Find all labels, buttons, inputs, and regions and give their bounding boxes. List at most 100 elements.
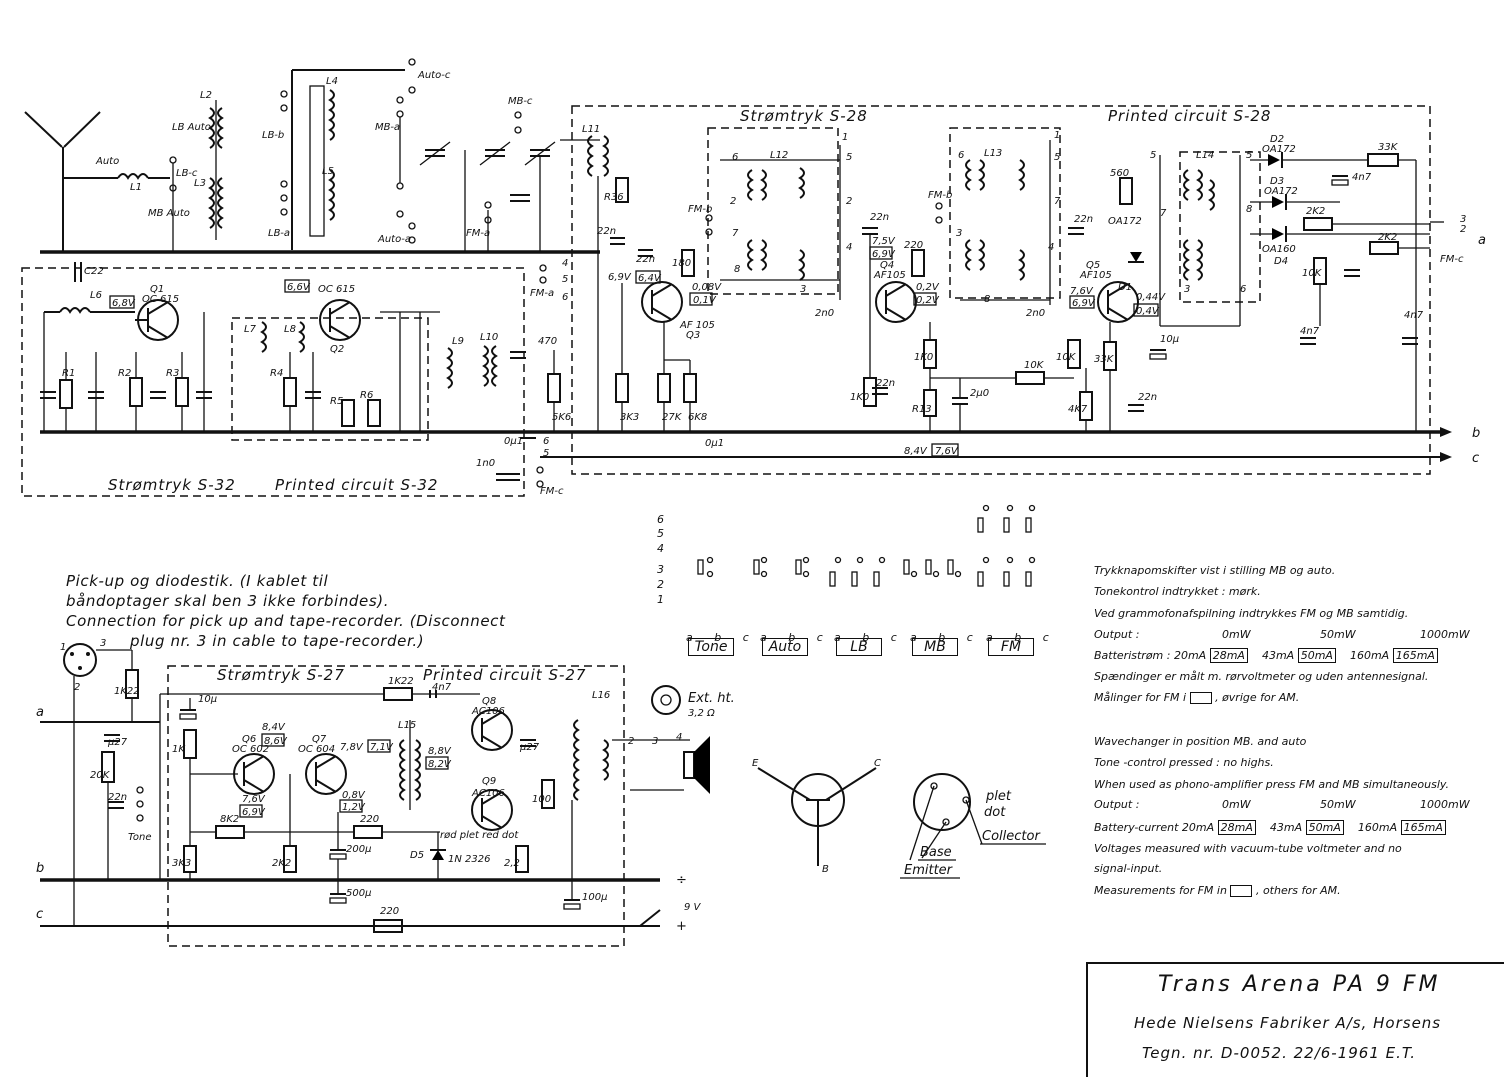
voltage-q6-emitter: 7,6V — [242, 794, 266, 805]
svg-text:FM-a: FM-a — [530, 288, 554, 299]
note-en-4: Voltages measured with vacuum-tube voltm… — [1094, 842, 1402, 855]
rail-label-c-lower: c — [36, 907, 43, 922]
svg-text:R2: R2 — [118, 368, 131, 379]
note-da-battery: Batteristrøm : 20mA 28mA 43mA 50mA 160mA… — [1094, 648, 1438, 663]
note-en-b1: 28mA — [1217, 820, 1256, 835]
svg-text:OC 604: OC 604 — [298, 744, 335, 755]
capacitor-c39: 2µ0 — [952, 378, 989, 432]
svg-text:27K: 27K — [662, 412, 683, 423]
voltage-q3-emitter: 6,9V — [608, 272, 632, 283]
capacitors-detector: 4n7 4n7 4n7 — [1300, 172, 1424, 345]
svg-text:R3: R3 — [166, 368, 179, 379]
svg-text:Base: Base — [920, 845, 952, 860]
svg-text:AF105: AF105 — [1079, 270, 1112, 281]
svg-text:L3: L3 — [194, 178, 206, 189]
antenna — [24, 111, 101, 252]
svg-text:6K8: 6K8 — [688, 412, 707, 423]
svg-text:Q1: Q1 — [150, 284, 164, 295]
svg-text:Q2: Q2 — [330, 344, 344, 355]
note-en-b4: 160mA — [1357, 821, 1398, 834]
fm-measurement-box-en — [1230, 885, 1253, 897]
title-drawing-number: Tegn. nr. D-0052. 22/6-1961 E.T. — [1142, 1044, 1417, 1062]
svg-text:4K7: 4K7 — [1068, 404, 1088, 415]
voltage-q5-base-fm: 0,4V — [1136, 306, 1160, 317]
svg-text:plet: plet — [985, 789, 1012, 804]
svg-text:Q5: Q5 — [1086, 260, 1100, 271]
svg-text:500µ: 500µ — [346, 888, 371, 899]
coils-l7-l8-l9-l10: L7 L8 L9 L10 — [244, 311, 498, 432]
note-en-6b: , others for AM. — [1255, 884, 1341, 897]
voltage-q7-collector-fm: 7,1V — [370, 742, 394, 753]
transistor-base-view: plet dot Collector Base Emitter — [900, 773, 1046, 879]
rail-label-b: b — [1472, 426, 1480, 441]
note-da-6b: , øvrige for AM. — [1215, 691, 1300, 704]
pickup-note-line-3: Connection for pick up and tape-recorder… — [66, 612, 506, 630]
voltage-q5-emitter: 7,6V — [1070, 286, 1094, 297]
svg-text:FM-b: FM-b — [688, 204, 712, 215]
svg-text:5: 5 — [1054, 152, 1060, 163]
svg-text:2: 2 — [846, 196, 852, 207]
button-tone: Tone — [688, 638, 734, 656]
svg-text:2: 2 — [628, 736, 634, 747]
coil-l6: L6 — [44, 290, 135, 314]
voltage-q3-fm: 6,4V — [638, 273, 662, 284]
svg-text:5: 5 — [562, 274, 568, 285]
svg-text:1K22: 1K22 — [114, 686, 140, 697]
svg-text:AF105: AF105 — [873, 270, 906, 281]
svg-text:1K0: 1K0 — [914, 352, 933, 363]
voltage-q1-emitter: 6,8V — [112, 298, 136, 309]
svg-text:MB Auto: MB Auto — [148, 208, 190, 219]
resistor-r7 — [547, 373, 561, 403]
svg-text:3,2 Ω: 3,2 Ω — [688, 708, 715, 719]
svg-text:22n: 22n — [1138, 392, 1157, 403]
label-s27-da: Strømtryk S-27 — [217, 666, 345, 684]
svg-text:D5: D5 — [410, 850, 424, 861]
svg-text:6: 6 — [1240, 284, 1246, 295]
note-da-b4: 160mA — [1349, 649, 1390, 662]
label-r36: R36 — [604, 192, 624, 203]
svg-text:L4: L4 — [326, 76, 338, 87]
svg-text:1N 2326: 1N 2326 — [448, 854, 490, 865]
svg-text:220: 220 — [380, 906, 399, 917]
svg-text:L10: L10 — [480, 332, 498, 343]
rail-label-a-lower: a — [36, 705, 44, 720]
capacitor-c40: 22n — [1128, 392, 1157, 412]
voltage-q4-base-fm: 0,2V — [916, 295, 940, 306]
svg-text:R4: R4 — [270, 368, 283, 379]
coil-l4-l5: L4 L5 — [291, 69, 405, 250]
voltage-q5-base: 0,44V — [1136, 292, 1166, 303]
rail-label-c: c — [1472, 451, 1479, 466]
svg-text:2: 2 — [730, 196, 736, 207]
label-c31: 0µ1 — [705, 438, 724, 449]
svg-text:LB-c: LB-c — [176, 168, 198, 179]
svg-text:7: 7 — [1054, 196, 1061, 207]
svg-text:6: 6 — [958, 150, 964, 161]
diode-d5: D5 1N 2326 rød plet red dot — [410, 830, 519, 880]
svg-text:33K: 33K — [1378, 142, 1399, 153]
label-c37: 2n0 — [1026, 308, 1045, 319]
label-r12: 1K0 — [850, 392, 869, 403]
note-da-2: Tonekontrol indtrykket : mørk. — [1094, 585, 1261, 598]
svg-text:200µ: 200µ — [346, 844, 371, 855]
note-da-output: Output : — [1094, 628, 1140, 641]
svg-text:Collector: Collector — [982, 829, 1041, 844]
svg-text:OC 615: OC 615 — [142, 294, 179, 305]
svg-text:2K2: 2K2 — [1378, 232, 1397, 243]
svg-text:L5: L5 — [322, 166, 334, 177]
svg-text:MB-a: MB-a — [375, 122, 400, 133]
note-da-b5: 165mA — [1392, 648, 1438, 663]
svg-text:B: B — [822, 864, 829, 875]
svg-text:10µ: 10µ — [198, 694, 217, 705]
svg-text:dot: dot — [984, 805, 1006, 820]
capacitors-s32 — [40, 312, 321, 432]
battery-terminals: ÷ + 9 V — [639, 873, 702, 934]
svg-text:FM-a: FM-a — [466, 228, 490, 239]
tuning-capacitors — [419, 141, 556, 252]
capacitor-c41: 10µ — [1149, 334, 1179, 360]
if-can-2 — [949, 127, 1061, 299]
capacitor-c51: 10µ — [179, 694, 217, 720]
resistors-audio: 1K 3K3 8K2 2K2 220 1K22 220 2,2 100 — [40, 676, 660, 933]
note-da-6a: Målinger for FM i — [1094, 691, 1187, 704]
coil-l11: L11 — [582, 124, 609, 432]
